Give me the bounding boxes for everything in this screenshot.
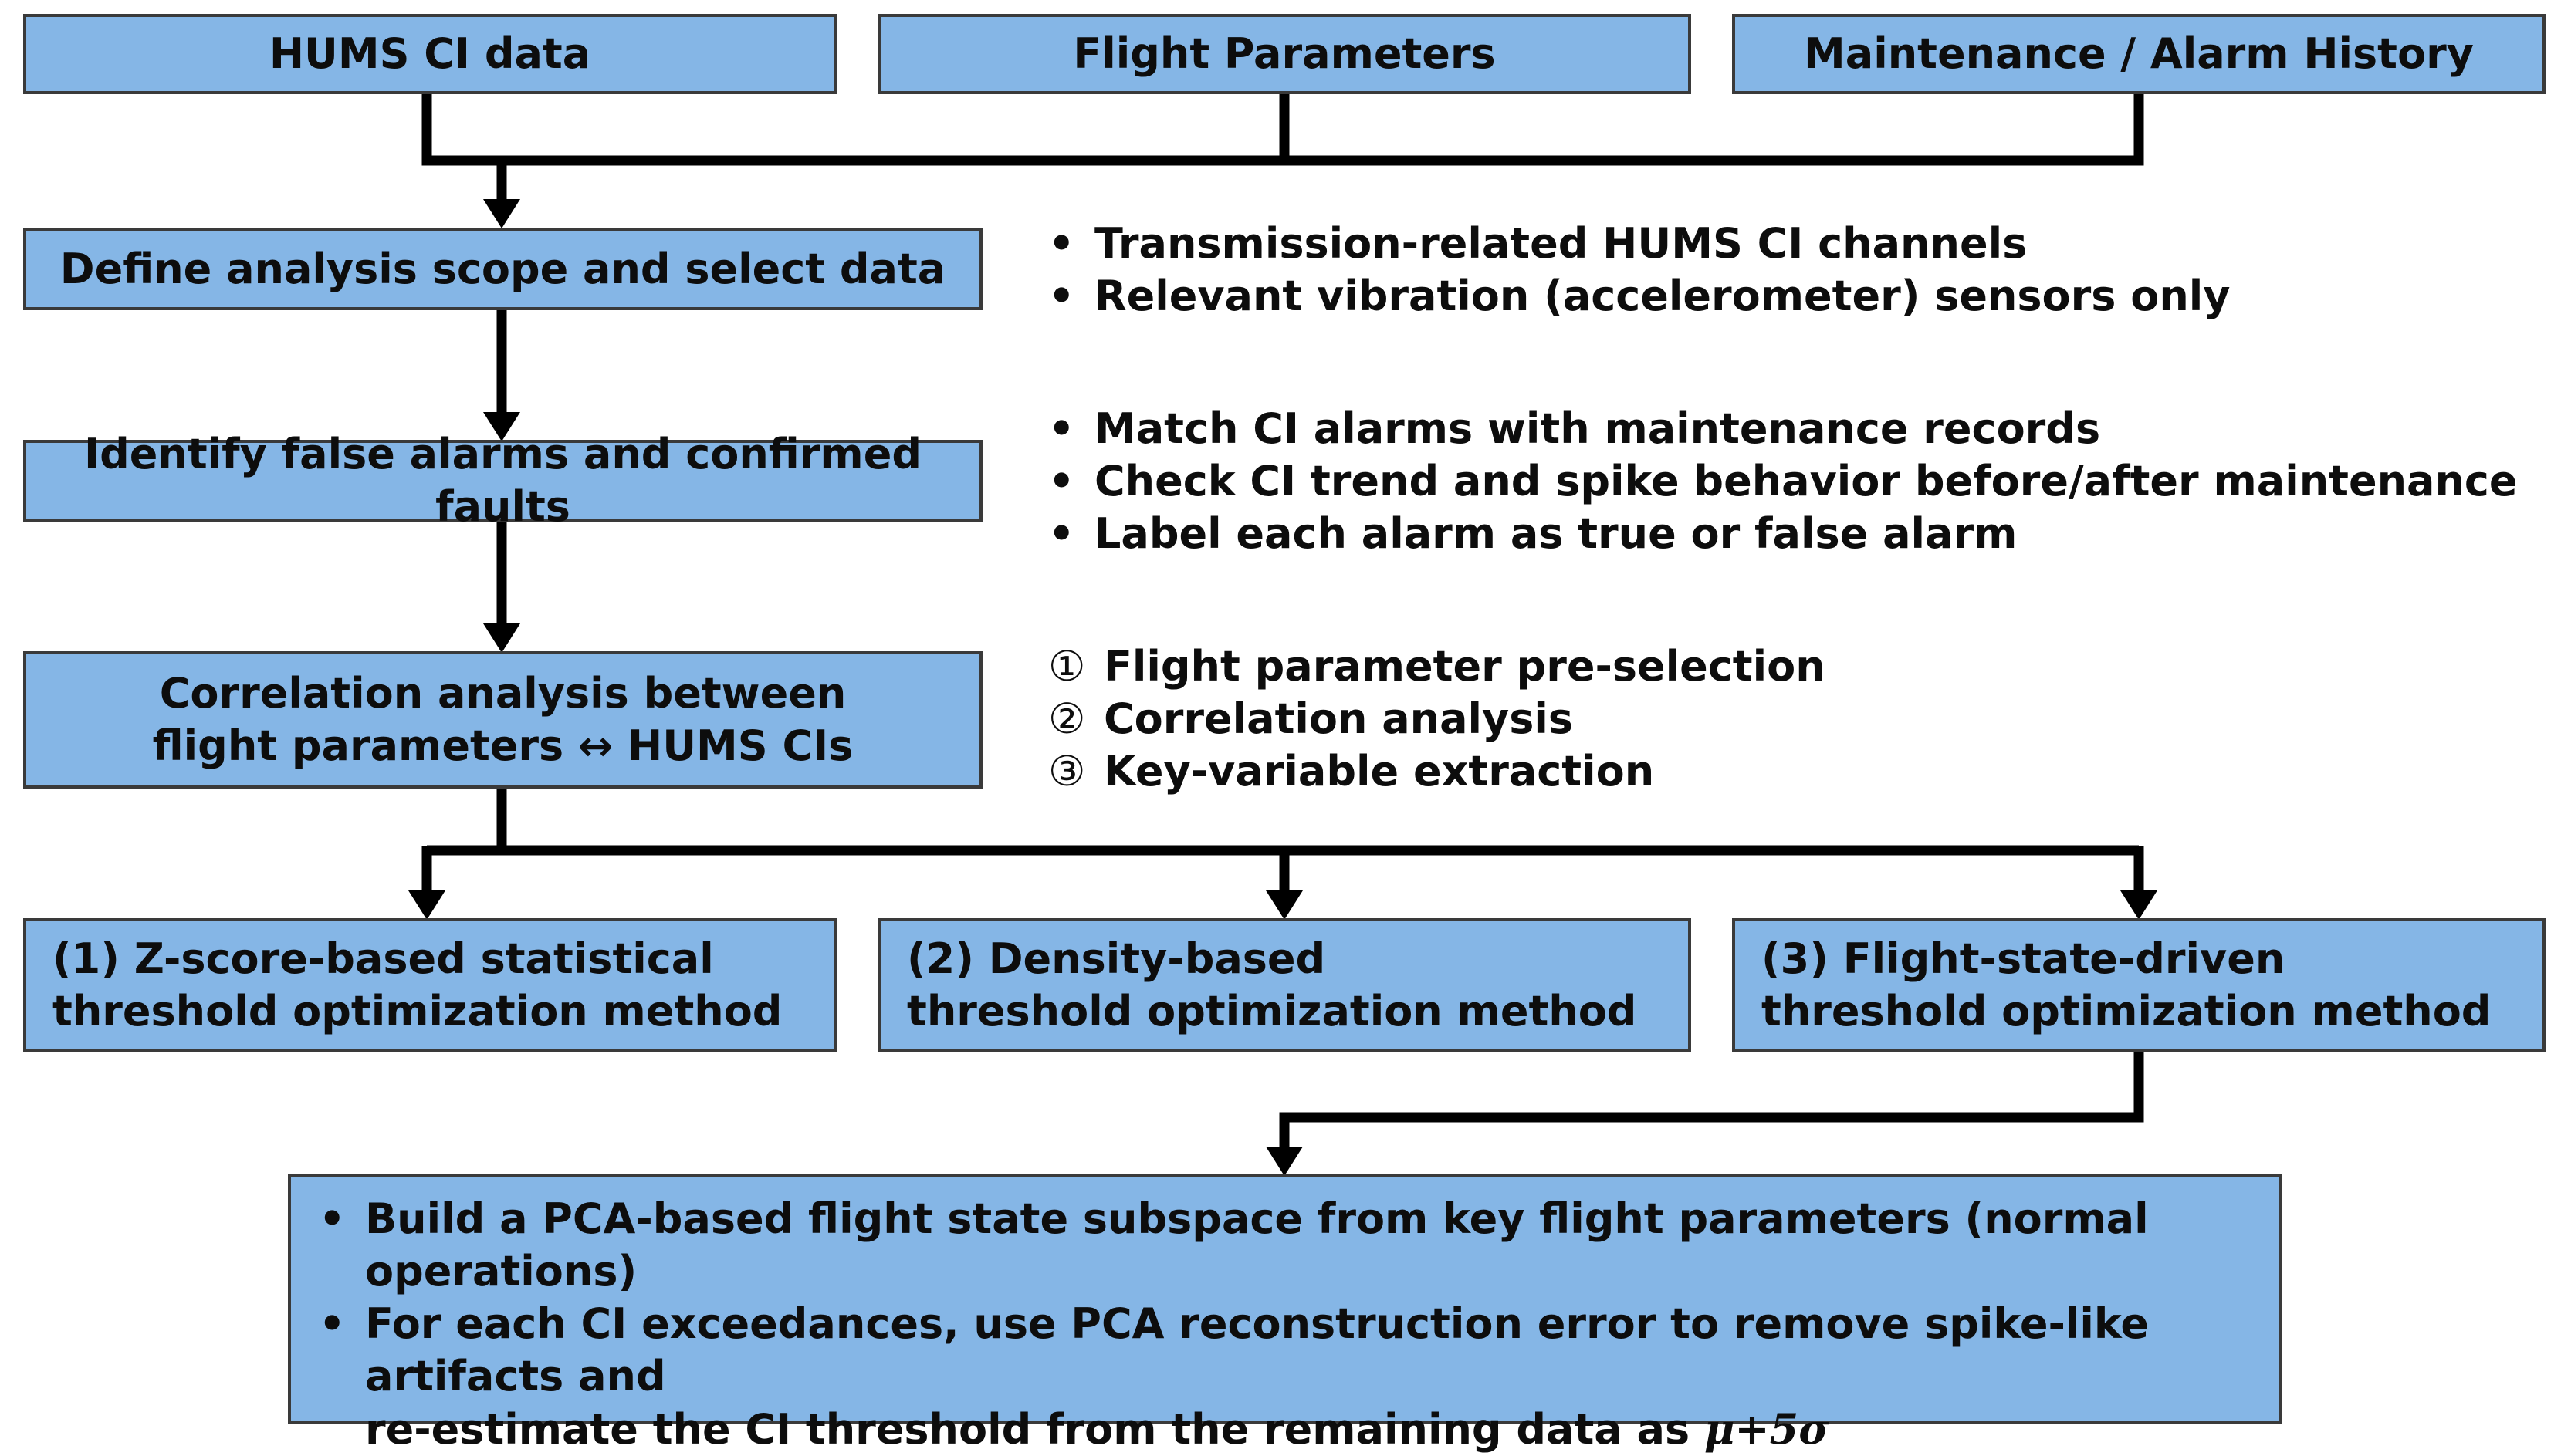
identify-alarms-notes: • Match CI alarms with maintenance recor…	[1048, 403, 2518, 560]
hums-ci-data-label: HUMS CI data	[269, 29, 591, 78]
note-text: Correlation analysis	[1104, 694, 1574, 743]
identify-alarms-box: Identify false alarms and confirmed faul…	[23, 430, 983, 531]
correlation-notes: ① Flight parameter pre-selection ② Corre…	[1048, 640, 1825, 798]
pca-bullet-1: • Build a PCA-based flight state subspac…	[319, 1193, 2279, 1298]
identify-alarms-label: Identify false alarms and confirmed faul…	[84, 430, 922, 531]
arrowhead-method2	[1266, 890, 1303, 920]
note-step: ③ Key-variable extraction	[1048, 745, 1825, 798]
arrowhead-define	[483, 199, 520, 228]
hums-ci-data-box: HUMS CI data	[23, 14, 837, 94]
arrowhead-final	[1266, 1147, 1303, 1176]
pca-bullet-1-text: Build a PCA-based flight state subspace …	[365, 1194, 2149, 1296]
bullet-dot: •	[319, 1299, 346, 1348]
method-label-line1: (2) Density-based	[907, 934, 1326, 983]
bullet-dot: •	[1048, 509, 1075, 558]
method-label-line1: (3) Flight-state-driven	[1761, 934, 2285, 983]
connector-correlation-split	[421, 789, 2144, 894]
note-text: Relevant vibration (accelerometer) senso…	[1094, 272, 2231, 320]
pca-bullet-2-line1: For each CI exceedances, use PCA reconst…	[365, 1299, 2150, 1400]
note-step: ① Flight parameter pre-selection	[1048, 640, 1825, 693]
method-label-line2: threshold optimization method	[52, 987, 783, 1035]
correlation-label-line1: Correlation analysis between	[159, 669, 847, 718]
maintenance-history-box: Maintenance / Alarm History	[1732, 14, 2546, 94]
note-bullet: • Transmission-related HUMS CI channels	[1048, 218, 2230, 270]
bullet-dot: •	[1048, 272, 1075, 320]
note-text: Check CI trend and spike behavior before…	[1094, 457, 2518, 505]
method-zscore-box: (1) Z-score-based statistical threshold …	[23, 918, 837, 1052]
step-marker: ②	[1048, 694, 1086, 743]
method-flight-state-box: (3) Flight-state-driven threshold optimi…	[1732, 918, 2546, 1052]
pca-bullet-2-line2-text: re-estimate the CI threshold from the re…	[365, 1405, 1704, 1454]
arrowhead-method3	[2120, 890, 2157, 920]
correlation-box: Correlation analysis between flight para…	[23, 651, 983, 789]
note-text: Key-variable extraction	[1104, 747, 1655, 796]
method-density-box: (2) Density-based threshold optimization…	[878, 918, 1691, 1052]
note-bullet: • Match CI alarms with maintenance recor…	[1048, 403, 2518, 455]
define-scope-box: Define analysis scope and select data	[23, 228, 983, 310]
step-marker: ③	[1048, 747, 1086, 796]
note-step: ② Correlation analysis	[1048, 693, 1825, 745]
arrowhead-correlation	[483, 623, 520, 653]
note-text: Transmission-related HUMS CI channels	[1094, 219, 2028, 268]
arrowhead-identify	[483, 412, 520, 441]
method-label-line2: threshold optimization method	[1761, 987, 2492, 1035]
bullet-dot: •	[1048, 219, 1075, 268]
step-marker: ①	[1048, 642, 1086, 691]
bullet-dot: •	[1048, 457, 1075, 505]
define-scope-notes: • Transmission-related HUMS CI channels …	[1048, 218, 2230, 323]
arrowhead-method1	[408, 890, 445, 920]
note-text: Flight parameter pre-selection	[1104, 642, 1825, 691]
final-line: • Build a PCA-based flight state subspac…	[319, 1193, 2279, 1298]
pca-procedure-box: • Build a PCA-based flight state subspac…	[288, 1174, 2282, 1454]
bullet-dot: •	[319, 1194, 346, 1243]
pca-bullet-2-line2: re-estimate the CI threshold from the re…	[365, 1403, 1829, 1456]
define-scope-label: Define analysis scope and select data	[59, 245, 946, 293]
final-line: • For each CI exceedances, use PCA recon…	[319, 1298, 2279, 1403]
note-bullet: • Label each alarm as true or false alar…	[1048, 508, 2518, 560]
flight-parameters-label: Flight Parameters	[1073, 29, 1496, 78]
connector-method3-to-final	[1279, 1052, 2144, 1150]
correlation-label-line2: flight parameters ↔ HUMS CIs	[152, 721, 854, 770]
pca-bullet-2: • For each CI exceedances, use PCA recon…	[319, 1298, 2279, 1456]
method-label-line1: (1) Z-score-based statistical	[52, 934, 714, 983]
method-label-line2: threshold optimization method	[907, 987, 1637, 1035]
note-text: Label each alarm as true or false alarm	[1094, 509, 2018, 558]
note-bullet: • Relevant vibration (accelerometer) sen…	[1048, 270, 2230, 323]
threshold-formula: μ+5σ	[1703, 1404, 1830, 1454]
bullet-dot: •	[1048, 404, 1075, 453]
note-bullet: • Check CI trend and spike behavior befo…	[1048, 455, 2518, 508]
flight-parameters-box: Flight Parameters	[878, 14, 1691, 94]
maintenance-history-label: Maintenance / Alarm History	[1804, 29, 2474, 78]
note-text: Match CI alarms with maintenance records	[1094, 404, 2101, 453]
final-line: re-estimate the CI threshold from the re…	[319, 1403, 2279, 1456]
